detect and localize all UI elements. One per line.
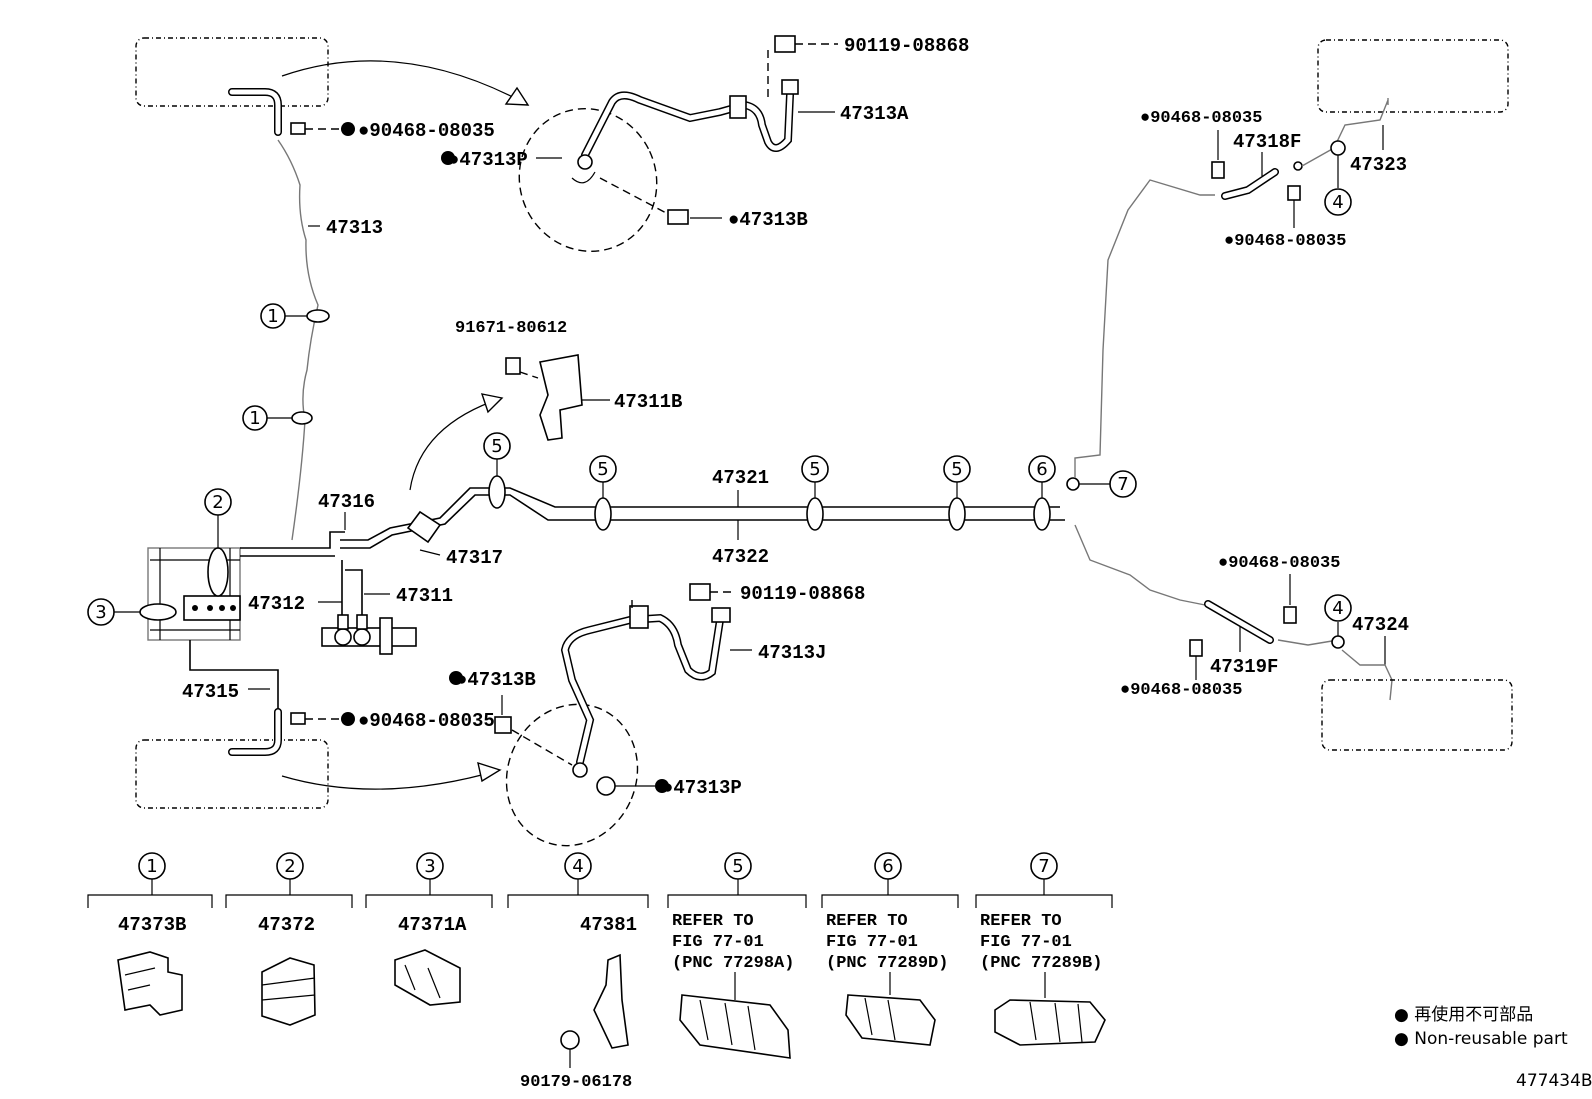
callout-4-top: 4 <box>1332 192 1343 213</box>
clamp-part-2: 47372 <box>258 914 315 936</box>
callout-2: 2 <box>212 492 223 513</box>
caliper-detail-top <box>518 107 658 253</box>
bracket-47311B <box>539 354 583 441</box>
clamp-key-6: 6 <box>882 856 893 877</box>
part-47317: 47317 <box>446 547 503 569</box>
callout-5-a: 5 <box>491 436 502 457</box>
hose-47313J <box>560 613 724 766</box>
part-90468-br2: ●90468-08035 <box>1120 681 1242 700</box>
part-47324: 47324 <box>1352 614 1409 636</box>
part-47319F: 47319F <box>1210 656 1278 678</box>
front-left-wheel-box <box>135 37 329 107</box>
legend-en: ● Non-reusable part <box>1394 1029 1568 1049</box>
callout-7: 7 <box>1117 474 1128 495</box>
part-47313B-top: ●47313B <box>728 209 808 231</box>
callout-3: 3 <box>95 602 106 623</box>
legend-jp: ● 再使用不可部品 <box>1394 1004 1533 1025</box>
part-90468-br1: ●90468-08035 <box>1218 554 1340 573</box>
part-47318F: 47318F <box>1233 131 1301 153</box>
part-47321: 47321 <box>712 467 769 489</box>
part-47313B-bot: ●47313B <box>456 669 536 691</box>
clamp-part-3: 47371A <box>398 914 467 936</box>
arrow-front-left <box>281 60 529 106</box>
line-47321 <box>340 487 1060 541</box>
clamp-refer-6-b: FIG 77-01 <box>826 933 918 952</box>
clamp-table: 1 47373B 2 47372 3 47371A 4 47381 90179-… <box>87 852 1113 1092</box>
part-90468-bl: ●90468-08035 <box>358 710 495 732</box>
clamp-part-1: 47373B <box>118 914 186 936</box>
part-47313P-top: ●47313P <box>448 149 528 171</box>
hose-front-right <box>228 708 282 756</box>
part-90468-tr2: ●90468-08035 <box>1224 232 1346 251</box>
part-90119-mid: 90119-08868 <box>740 583 865 605</box>
rear-left-wheel-box <box>1317 39 1509 113</box>
clamp-key-7: 7 <box>1038 856 1049 877</box>
callout-1-upper: 1 <box>267 306 278 327</box>
line-47322 <box>340 494 1065 549</box>
callout-5-c: 5 <box>809 459 820 480</box>
clamp-refer-7-a: REFER TO <box>980 912 1062 931</box>
part-90119-top: 90119-08868 <box>844 35 969 57</box>
part-47313: 47313 <box>326 217 383 239</box>
front-right-wheel-box <box>135 739 329 809</box>
clamp-key-1: 1 <box>146 856 157 877</box>
arrow-to-bracket <box>409 397 503 491</box>
callout-1-lower: 1 <box>249 408 260 429</box>
line-47313 <box>277 139 319 541</box>
clamp-part-4: 47381 <box>580 914 637 936</box>
hose-47313A <box>581 91 794 159</box>
part-47313J: 47313J <box>758 642 826 664</box>
part-47316: 47316 <box>318 491 375 513</box>
clamp-refer-5-a: REFER TO <box>672 912 754 931</box>
part-47311B: 47311B <box>614 391 682 413</box>
part-47313P-bot: ●47313P <box>662 777 742 799</box>
figure-id: 477434B <box>1516 1071 1592 1091</box>
line-47315 <box>189 640 279 712</box>
part-90468-tl: ●90468-08035 <box>358 120 495 142</box>
hose-front-left <box>228 88 282 136</box>
clamp-refer-5-c: (PNC 77298A) <box>672 954 794 973</box>
clamp-key-2: 2 <box>284 856 295 877</box>
callout-6: 6 <box>1036 459 1047 480</box>
clamp-refer-5-b: FIG 77-01 <box>672 933 764 952</box>
callout-5-d: 5 <box>951 459 962 480</box>
line-rear-right <box>1074 524 1206 606</box>
part-47315: 47315 <box>182 681 239 703</box>
callout-4-bot: 4 <box>1332 598 1343 619</box>
part-47311: 47311 <box>396 585 453 607</box>
clamp-refer-6-a: REFER TO <box>826 912 908 931</box>
clamp-key-5: 5 <box>732 856 743 877</box>
caliper-detail-bottom <box>505 703 639 847</box>
clamp-refer-6-c: (PNC 77289D) <box>826 954 948 973</box>
clip-90468-bl <box>290 712 306 725</box>
line-rear-left <box>1074 179 1215 478</box>
abs-unit-frame <box>147 547 241 641</box>
callout-5-b: 5 <box>597 459 608 480</box>
rear-right-wheel-box <box>1321 679 1513 751</box>
joint-47317 <box>406 510 442 544</box>
part-91671: 91671-80612 <box>455 319 567 338</box>
part-47313A: 47313A <box>840 103 909 125</box>
part-47312: 47312 <box>248 593 305 615</box>
part-47322: 47322 <box>712 546 769 568</box>
clamp-refer-7-b: FIG 77-01 <box>980 933 1072 952</box>
clamp-key-4: 4 <box>572 856 583 877</box>
clamp-sub-4: 90179-06178 <box>520 1073 632 1092</box>
clamp-key-3: 3 <box>424 856 435 877</box>
part-47323: 47323 <box>1350 154 1407 176</box>
clip-90468-tl <box>290 122 306 135</box>
arrow-front-right <box>281 769 501 790</box>
clamp-refer-7-c: (PNC 77289B) <box>980 954 1102 973</box>
part-90468-tr1: ●90468-08035 <box>1140 109 1262 128</box>
